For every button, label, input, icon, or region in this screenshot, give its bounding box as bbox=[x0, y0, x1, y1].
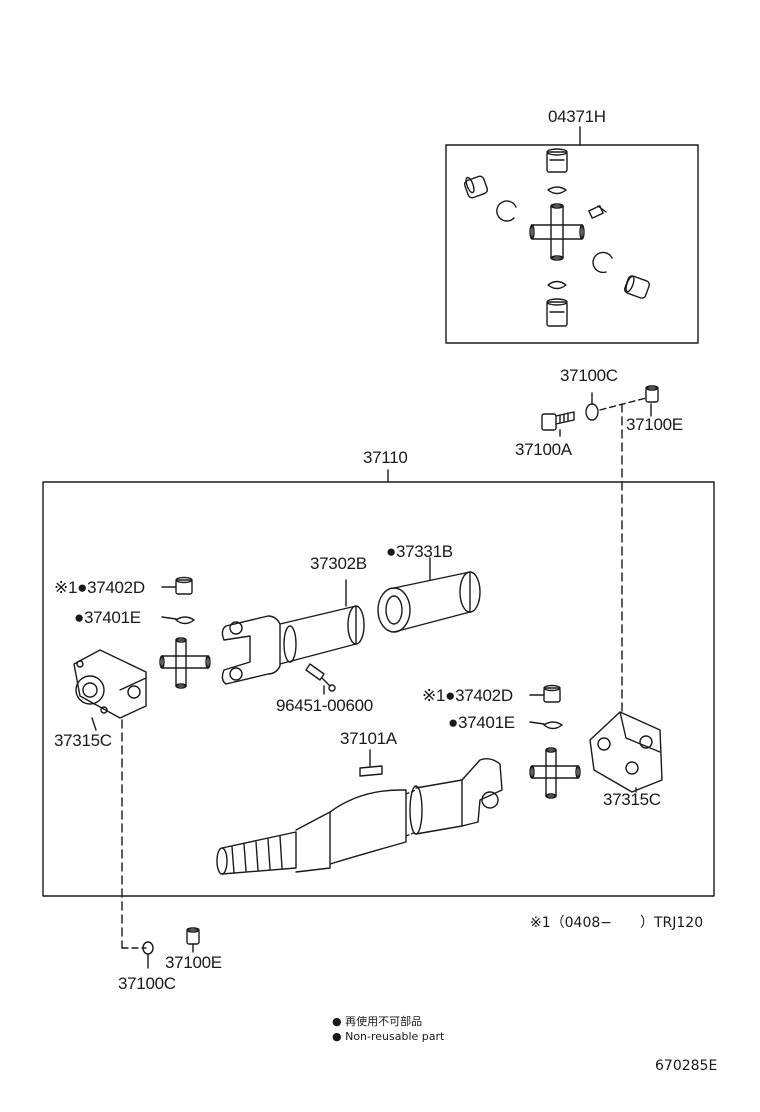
snap-ring-bottom bbox=[547, 280, 567, 290]
label-37100A: 37100A bbox=[515, 440, 572, 459]
label-37401E-left: ●37401E bbox=[74, 608, 141, 627]
main-tube bbox=[216, 757, 503, 875]
diagram-code: 670285E bbox=[655, 1058, 718, 1074]
label-37100E-top: 37100E bbox=[626, 415, 683, 434]
label-37315C-right: 37315C bbox=[603, 790, 661, 809]
spider-cross bbox=[529, 203, 585, 261]
bearing-cup-37402D-left bbox=[175, 576, 193, 595]
bearing-cup-bottom bbox=[546, 298, 568, 327]
label-37100C-top: 37100C bbox=[560, 366, 618, 385]
bearing-cup-top bbox=[546, 148, 568, 173]
label-37401E-right: ●37401E bbox=[448, 713, 515, 732]
nut-37100E-bottom bbox=[186, 927, 200, 945]
ujoint-kit-box bbox=[445, 144, 699, 344]
spider-right bbox=[529, 747, 581, 799]
label-04371H: 04371H bbox=[548, 107, 606, 126]
legend-japanese: ● 再使用不可部品 bbox=[332, 1015, 423, 1028]
washer-37100C-top bbox=[585, 403, 599, 421]
bearing-cup-37402D-right bbox=[543, 684, 561, 703]
spider-left bbox=[159, 637, 211, 689]
flange-yoke-left bbox=[73, 649, 147, 719]
nut-37100E-top bbox=[645, 385, 659, 403]
label-37331B: ●37331B bbox=[386, 542, 453, 561]
label-37402D-right: ※1●37402D bbox=[422, 686, 513, 705]
propeller-shaft-box bbox=[42, 481, 715, 897]
label-96451-00600: 96451-00600 bbox=[276, 696, 373, 715]
flange-yoke-right bbox=[589, 711, 663, 793]
label-37315C-left: 37315C bbox=[54, 731, 112, 750]
grease-fitting-96451 bbox=[305, 663, 336, 692]
snap-ring-right bbox=[592, 251, 613, 274]
label-37402D-left: ※1●37402D bbox=[54, 578, 145, 597]
label-37100C-bottom: 37100C bbox=[118, 974, 176, 993]
snap-ring-top bbox=[547, 186, 567, 195]
legend-english: ● Non-reusable part bbox=[332, 1030, 445, 1043]
snap-ring-left bbox=[496, 200, 517, 222]
label-37302B: 37302B bbox=[310, 554, 367, 573]
grease-fitting-small bbox=[588, 205, 607, 219]
dust-boot-37331B bbox=[377, 571, 481, 633]
label-37100E-bottom: 37100E bbox=[165, 953, 222, 972]
washer-37100C-bottom bbox=[142, 941, 154, 955]
slip-yoke-37302B bbox=[221, 605, 365, 685]
snap-ring-37401E-left bbox=[175, 616, 195, 625]
snap-ring-37401E-right bbox=[543, 721, 563, 730]
bearing-cup-right bbox=[624, 275, 650, 299]
label-37101A: 37101A bbox=[340, 729, 397, 748]
applicability-note: ※1（0408− ）TRJ120 bbox=[530, 915, 704, 931]
label-37110: 37110 bbox=[363, 448, 408, 467]
balance-weight-37101A bbox=[359, 765, 383, 777]
bearing-cup-left bbox=[463, 175, 489, 199]
bolt-37100A bbox=[541, 411, 575, 431]
